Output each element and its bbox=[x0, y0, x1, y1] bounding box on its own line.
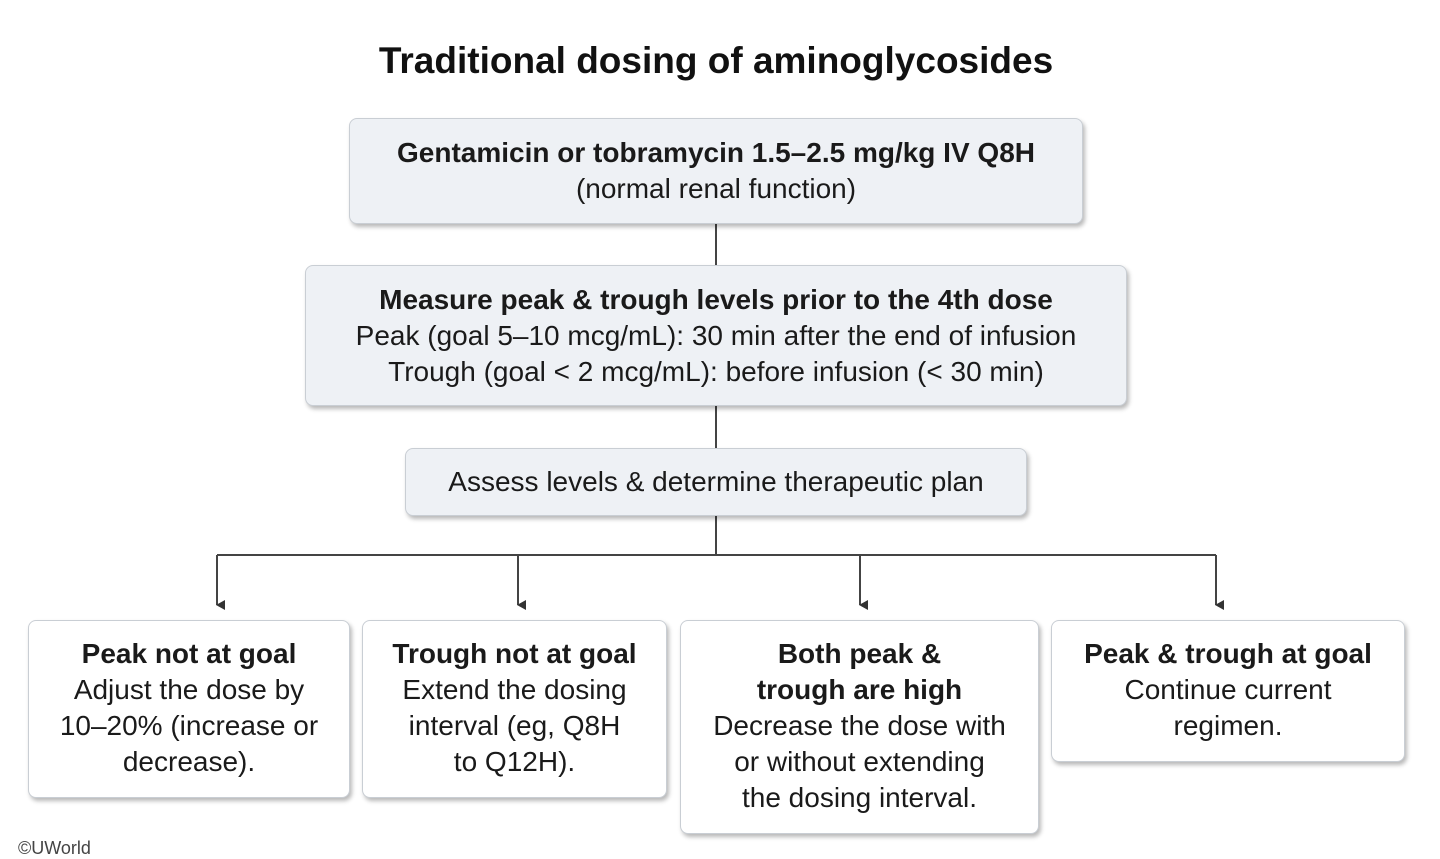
trough-goal-text: Trough (goal < 2 mcg/mL): before infusio… bbox=[388, 355, 1044, 387]
outcome-heading: trough are high bbox=[756, 674, 963, 705]
outcome-heading: Both peak & bbox=[777, 638, 942, 669]
measure-levels-title: Measure peak & trough levels prior to th… bbox=[379, 283, 1053, 315]
outcome-heading: Peak & trough at goal bbox=[1084, 638, 1372, 669]
outcome-text: to Q12H). bbox=[453, 746, 576, 777]
initial-dose-title: Gentamicin or tobramycin 1.5–2.5 mg/kg I… bbox=[397, 137, 1035, 168]
peak-goal-text: Peak (goal 5–10 mcg/mL): 30 min after th… bbox=[355, 319, 1077, 351]
outcome-text: 10–20% (increase or bbox=[59, 710, 319, 741]
outcome-text: regimen. bbox=[1173, 710, 1283, 741]
outcome-text: Extend the dosing bbox=[402, 674, 627, 705]
measure-levels-box: Measure peak & trough levels prior to th… bbox=[305, 265, 1127, 406]
diagram-title: Traditional dosing of aminoglycosides bbox=[378, 40, 1054, 81]
outcome-text: Adjust the dose by bbox=[73, 674, 305, 705]
outcome-text: or without extending bbox=[734, 746, 985, 777]
assess-levels-box: Assess levels & determine therapeutic pl… bbox=[405, 448, 1027, 516]
outcome-trough-not-at-goal: Trough not at goal Extend the dosing int… bbox=[362, 620, 667, 798]
initial-dose-note: (normal renal function) bbox=[575, 173, 857, 204]
outcome-heading: Trough not at goal bbox=[392, 638, 637, 669]
copyright-footer: ©UWorld bbox=[18, 838, 91, 858]
outcome-text: the dosing interval. bbox=[741, 782, 978, 813]
outcome-both-at-goal: Peak & trough at goal Continue current r… bbox=[1051, 620, 1405, 762]
outcome-text: Continue current bbox=[1124, 674, 1332, 705]
outcome-both-high: Both peak & trough are high Decrease the… bbox=[680, 620, 1039, 834]
initial-dose-box: Gentamicin or tobramycin 1.5–2.5 mg/kg I… bbox=[349, 118, 1083, 224]
outcome-peak-not-at-goal: Peak not at goal Adjust the dose by 10–2… bbox=[28, 620, 350, 798]
outcome-heading: Peak not at goal bbox=[81, 638, 297, 669]
outcome-text: interval (eg, Q8H bbox=[408, 710, 621, 741]
outcome-text: decrease). bbox=[122, 746, 256, 777]
assess-levels-text: Assess levels & determine therapeutic pl… bbox=[448, 466, 984, 497]
outcome-text: Decrease the dose with bbox=[713, 710, 1006, 741]
